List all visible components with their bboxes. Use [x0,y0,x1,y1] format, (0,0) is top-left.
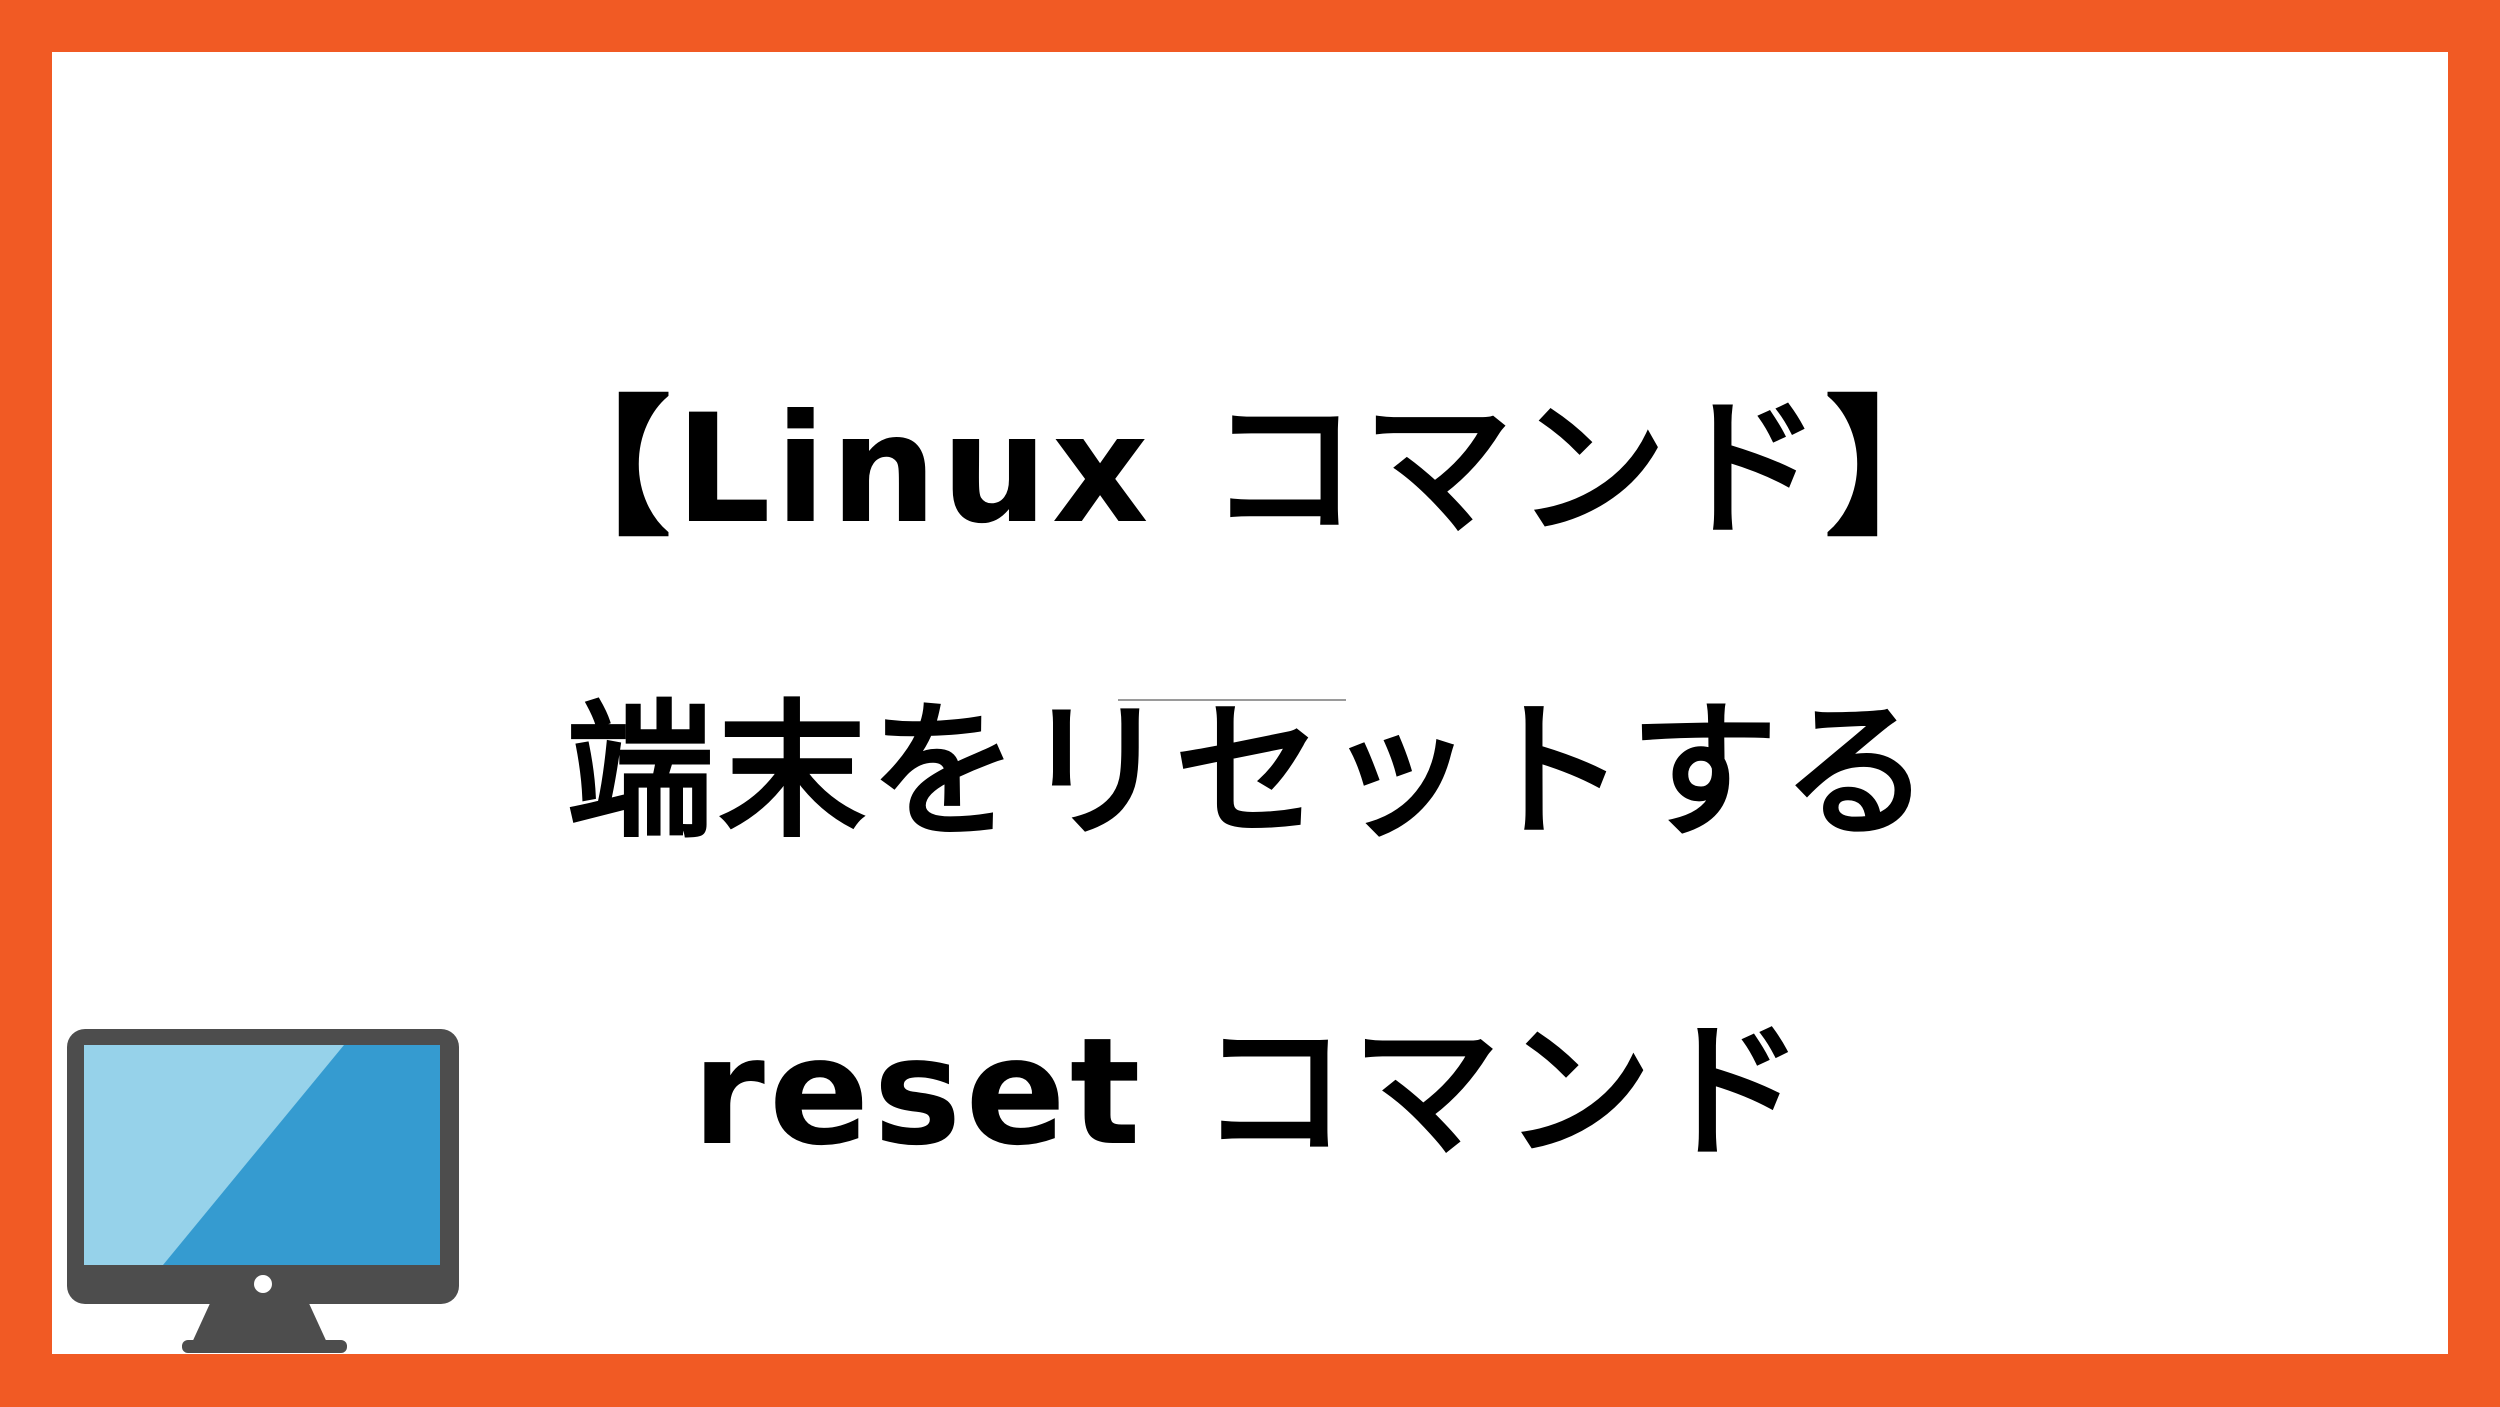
title-main: 端末をリセットする [566,686,1934,858]
desktop-monitor-icon [67,1029,459,1353]
white-card: 【Linux コマンド】 端末をリセットする reset コマンド [52,52,2448,1354]
divider-line [1118,699,1346,701]
title-command: reset コマンド [691,1006,1809,1178]
title-category: 【Linux コマンド】 [521,383,1979,557]
